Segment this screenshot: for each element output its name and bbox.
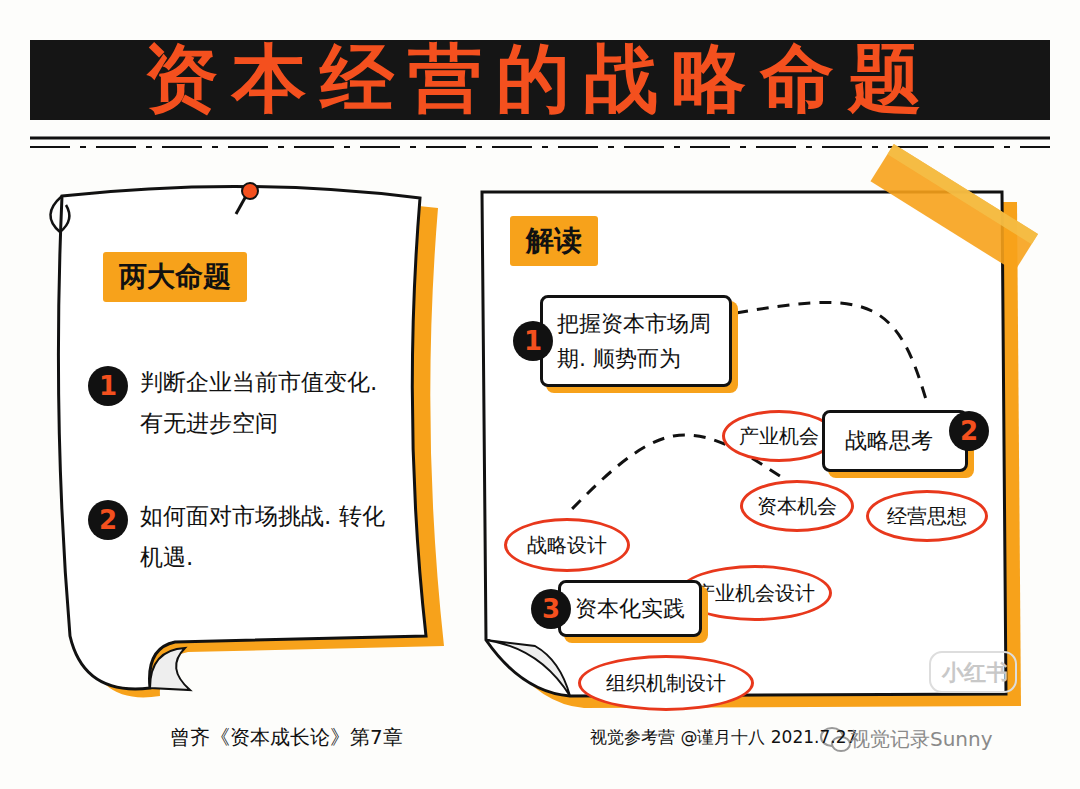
- process-box: 1把握资本市场周期. 顺势而为: [540, 295, 732, 387]
- idea-oval: 资本机会: [740, 480, 854, 532]
- idea-oval: 组织机制设计: [578, 655, 754, 711]
- oval-text: 产业机会: [739, 423, 819, 450]
- callout-number: 1: [88, 366, 128, 406]
- oval-text: 组织机制设计: [606, 670, 726, 697]
- dashed-connector: [736, 302, 928, 406]
- oval-text: 产业机会设计: [695, 580, 815, 607]
- panel: 解读1把握资本市场周期. 顺势而为2战略思考产业机会资本机会经营思想战略设计3资…: [480, 190, 1010, 700]
- tape: [870, 144, 1037, 271]
- watermark: 视觉记录Sunny: [850, 726, 993, 753]
- idea-oval: 产业机会: [722, 410, 836, 462]
- box-text: 资本化实践: [575, 591, 685, 626]
- rule-line: [30, 137, 1050, 140]
- idea-oval: 经营思想: [866, 490, 988, 542]
- callout-number: 3: [531, 589, 571, 629]
- list-item: 2 如何面对市场挑战. 转化机遇.: [88, 496, 398, 596]
- list-item: 1 判断企业当前市值变化. 有无进步空间: [88, 362, 398, 452]
- box-text: 把握资本市场周期. 顺势而为: [557, 306, 715, 376]
- idea-oval: 战略设计: [504, 518, 630, 572]
- process-box: 3资本化实践: [558, 580, 702, 637]
- callout-number: 2: [949, 411, 989, 451]
- oval-text: 资本机会: [757, 493, 837, 520]
- oval-text: 经营思想: [887, 503, 967, 530]
- watermark: 小红书: [942, 658, 1008, 688]
- footer-note: 视觉参考营 @谨月十八 2021.7.27: [590, 726, 857, 749]
- pin-needle: [236, 196, 246, 214]
- footer-note: 曾齐《资本成长论》第7章: [170, 724, 403, 751]
- watermark-frame: [930, 652, 1016, 692]
- box-text: 战略思考: [845, 423, 933, 458]
- panel-curl: [486, 640, 570, 696]
- callout-number: 1: [513, 321, 553, 361]
- scroll-outline: [58, 186, 426, 688]
- item-text: 判断企业当前市值变化. 有无进步空间: [140, 362, 398, 445]
- item-text: 如何面对市场挑战. 转化机遇.: [140, 496, 398, 579]
- panel-heading: 解读: [510, 216, 598, 266]
- panel-heading: 两大命题: [103, 252, 247, 302]
- panel: 两大命题 1 判断企业当前市值变化. 有无进步空间 2 如何面对市场挑战. 转化机遇.: [45, 180, 435, 700]
- panel-outline: [482, 192, 1006, 696]
- scroll-curl: [50, 196, 69, 232]
- oval-text: 战略设计: [527, 532, 607, 559]
- callout-number: 2: [88, 500, 128, 540]
- scroll-curl: [150, 648, 190, 690]
- process-box: 2战略思考: [822, 410, 968, 472]
- title-band: [30, 40, 1050, 120]
- title: 资本经营的战略命题: [30, 40, 1050, 120]
- pin-head: [242, 183, 258, 199]
